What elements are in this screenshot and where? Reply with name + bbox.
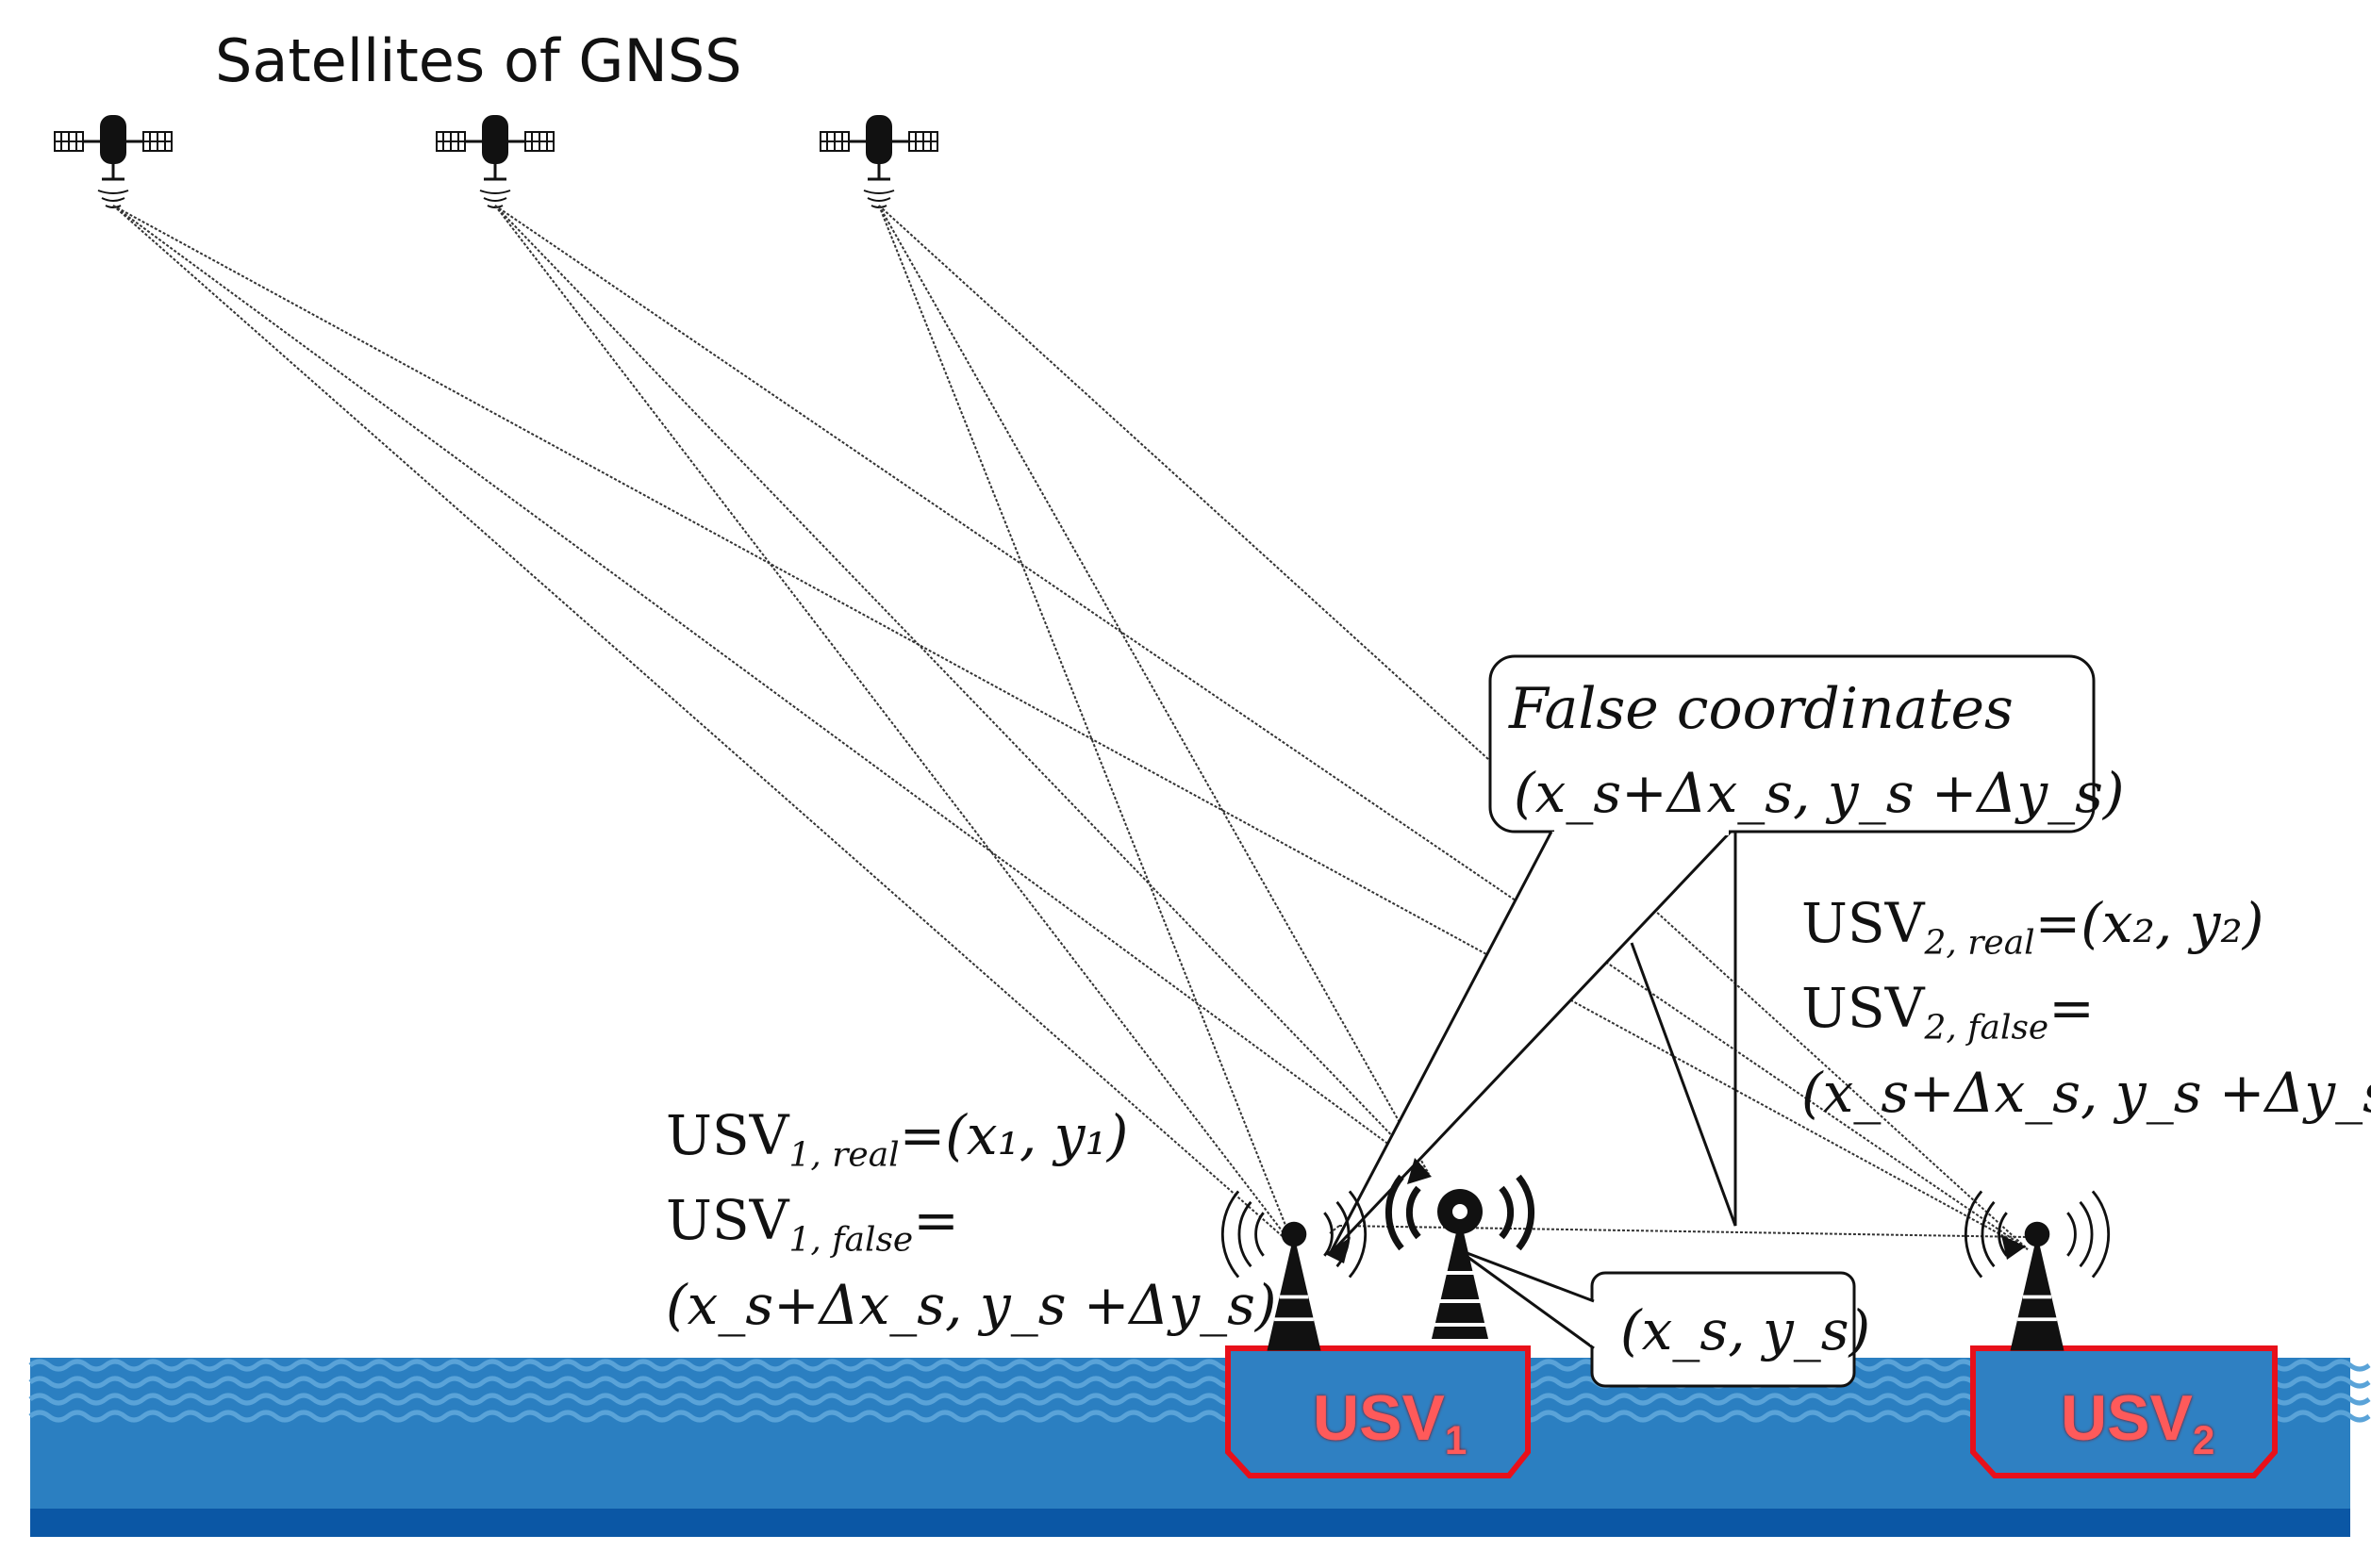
false-coordinates-heading: False coordinates	[1509, 676, 2014, 742]
usv1-false-line: USV1, false=	[666, 1179, 1277, 1263]
usv2-false-label: USV	[1801, 975, 1925, 1040]
usv1-real-value: =(x₁, y₁)	[899, 1103, 1129, 1167]
usv2-false-line: USV2, false=	[1801, 966, 2371, 1051]
satellite-icon	[435, 113, 555, 209]
signal-lines	[112, 205, 2029, 1250]
usv2-real-sub: 2, real	[1924, 923, 2035, 963]
usv2-hull	[1970, 1345, 2278, 1478]
sea	[28, 1358, 2371, 1537]
usv2-false-value: (x_s+Δx_s, y_s +Δy_s)	[1801, 1060, 2371, 1125]
usv1-label-block: USV1, real=(x₁, y₁) USV1, false= (x_s+Δx…	[666, 1094, 1277, 1348]
usv1-false-eq: =	[913, 1187, 959, 1252]
usv2-false-eq: =	[2048, 975, 2095, 1040]
usv1-hull-label: USV1	[1313, 1381, 1467, 1460]
usv1-hull	[1225, 1345, 1531, 1478]
usv2-label-block: USV2, real=(x₂, y₂) USV2, false= (x_s+Δx…	[1801, 882, 2371, 1136]
title: Satellites of GNSS	[215, 26, 742, 95]
usv1-false-label: USV	[666, 1187, 789, 1252]
usv2-index: 2	[2192, 1417, 2215, 1462]
usv1-index: 1	[1444, 1417, 1467, 1462]
usv2-hull-label: USV2	[2061, 1381, 2214, 1460]
usv1-real-line: USV1, real=(x₁, y₁)	[666, 1094, 1277, 1179]
antenna-icon	[1964, 1189, 2111, 1353]
usv1-name: USV	[1313, 1382, 1445, 1454]
usv2-real-line: USV2, real=(x₂, y₂)	[1801, 882, 2371, 966]
usv2-false-sub: 2, false	[1924, 1008, 2049, 1048]
usv1-real-label: USV	[666, 1103, 789, 1167]
usv1-real-sub: 1, real	[788, 1135, 900, 1175]
usv2-name: USV	[2061, 1382, 2193, 1454]
usv1-false-sub: 1, false	[788, 1220, 914, 1260]
false-coordinates-value: (x_s+Δx_s, y_s +Δy_s)	[1514, 761, 2125, 825]
arrowheads	[1325, 1158, 2026, 1263]
usv2-real-value: =(x₂, y₂)	[2034, 891, 2264, 955]
spoofer-coordinates: (x_s, y_s)	[1620, 1298, 1871, 1362]
satellite-icon	[53, 113, 174, 209]
satellite-icon	[819, 113, 939, 209]
jammer-icon	[1385, 1174, 1534, 1339]
usv1-false-value: (x_s+Δx_s, y_s +Δy_s)	[666, 1272, 1277, 1337]
usv2-real-label: USV	[1801, 891, 1925, 955]
